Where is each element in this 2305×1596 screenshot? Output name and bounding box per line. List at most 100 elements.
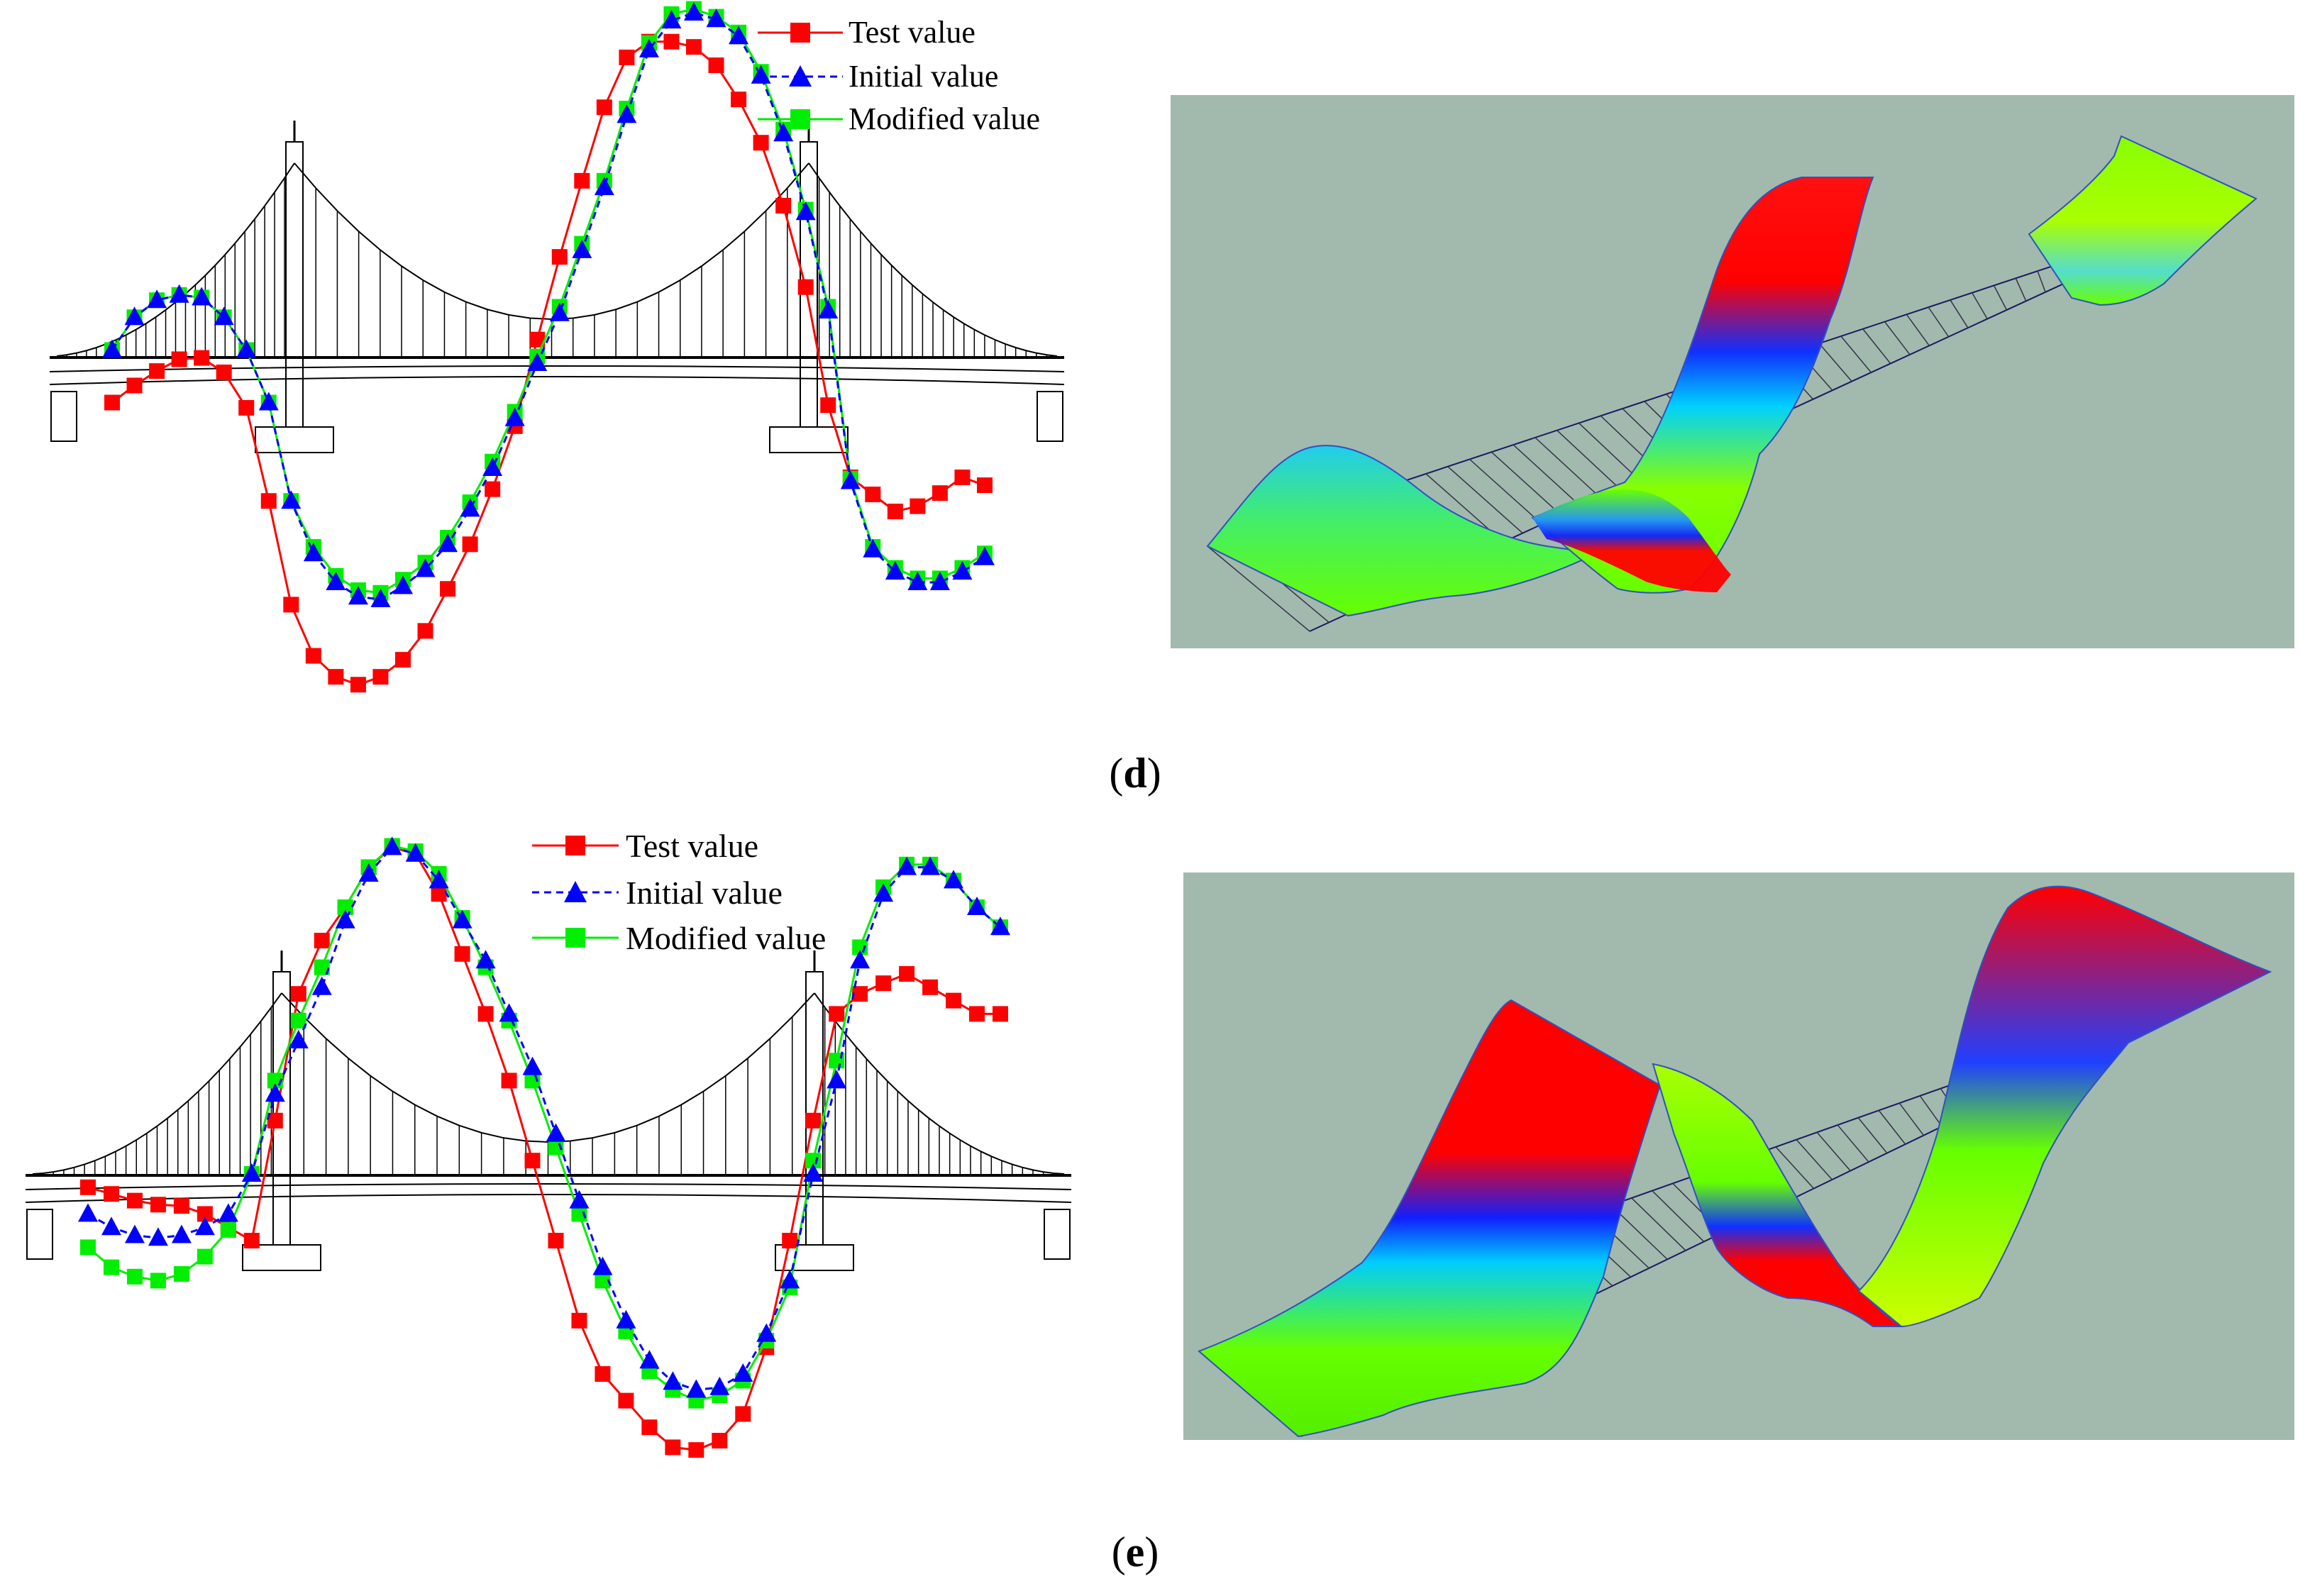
data-point-square xyxy=(417,623,433,639)
series-line-initial-value xyxy=(111,11,985,601)
legend-label-test: Test value xyxy=(626,828,758,864)
data-point-square xyxy=(328,669,344,685)
data-point-square xyxy=(571,1312,587,1329)
data-point-triangle xyxy=(616,1309,636,1329)
data-point-square xyxy=(618,1392,634,1409)
deck-grid-line xyxy=(1818,343,1852,382)
end-pier xyxy=(50,391,77,442)
data-point-triangle xyxy=(370,589,391,607)
data-point-square xyxy=(529,331,546,348)
data-point-triangle xyxy=(527,353,548,371)
data-point-square xyxy=(595,1366,611,1382)
data-point-square xyxy=(595,1273,611,1289)
data-point-triangle xyxy=(729,26,749,45)
data-point-square xyxy=(922,979,939,995)
end-pier xyxy=(1037,391,1063,442)
deck-grid-line xyxy=(1950,299,1969,328)
series-line-initial-value xyxy=(87,846,1001,1392)
data-point-triangle xyxy=(684,2,704,21)
data-point-square xyxy=(782,1233,798,1248)
series-line-test-value xyxy=(111,40,985,686)
mode-shape-3d-view-e xyxy=(1183,872,2294,1440)
deck-grid-line xyxy=(1906,314,1930,346)
legend-d: Test value Initial value Modified value xyxy=(758,15,1040,136)
legend-item-test: Test value xyxy=(758,15,975,50)
data-point-square xyxy=(103,1186,119,1202)
data-point-triangle xyxy=(78,1203,98,1222)
data-point-square xyxy=(372,669,389,685)
deck-grid-line xyxy=(2015,277,2027,301)
tower xyxy=(805,971,824,1246)
data-point-square xyxy=(665,1439,681,1456)
data-point-square xyxy=(805,1153,822,1169)
data-point-triangle xyxy=(756,1323,777,1342)
data-point-triangle xyxy=(569,1190,590,1209)
data-point-square xyxy=(305,648,321,664)
data-point-square xyxy=(910,498,926,514)
deck-grid-line xyxy=(1884,321,1911,355)
data-point-triangle xyxy=(348,586,368,605)
data-point-square xyxy=(216,364,232,380)
data-point-triangle xyxy=(850,950,870,969)
data-point-square xyxy=(431,886,447,902)
data-point-square xyxy=(708,57,724,74)
deformed-deck-surface-right-e xyxy=(1857,885,2272,1328)
deck-grid-line xyxy=(1796,1139,1833,1180)
data-point-triangle xyxy=(929,571,950,590)
data-point-square xyxy=(829,1006,845,1022)
data-point-square xyxy=(80,1179,96,1195)
data-point-triangle xyxy=(594,177,614,196)
data-point-square xyxy=(954,469,971,485)
data-point-triangle xyxy=(169,284,189,303)
data-point-square xyxy=(485,481,501,497)
data-point-square xyxy=(173,1198,189,1214)
data-point-square xyxy=(932,485,948,501)
data-point-square xyxy=(150,1197,166,1213)
data-point-triangle xyxy=(709,1376,730,1395)
legend-label-initial: Initial value xyxy=(849,59,998,94)
data-point-square xyxy=(314,959,330,975)
data-point-square xyxy=(149,363,165,379)
deck-grid-line xyxy=(1857,1117,1888,1154)
tower-foundation xyxy=(242,1244,321,1271)
tower xyxy=(285,141,304,428)
data-point-triangle xyxy=(452,909,472,929)
data-point-square xyxy=(462,536,478,553)
data-point-triangle xyxy=(546,1123,566,1142)
data-point-square xyxy=(103,1259,119,1275)
data-point-triangle xyxy=(475,950,496,969)
data-point-square xyxy=(314,933,330,948)
deck-grid-line xyxy=(1631,1197,1686,1251)
data-point-square xyxy=(243,1233,260,1248)
data-point-triangle xyxy=(218,1203,238,1222)
data-point-square xyxy=(887,504,903,520)
legend-item-modified: Modified value xyxy=(758,101,1040,136)
data-point-triangle xyxy=(499,1003,519,1022)
bridge-elevation-drawing xyxy=(25,951,1072,1271)
deck-grid-line xyxy=(1491,451,1562,516)
data-point-triangle xyxy=(549,302,570,321)
data-point-triangle xyxy=(686,1379,707,1398)
data-point-square xyxy=(712,1433,728,1448)
data-point-triangle xyxy=(639,38,659,57)
deck-bottom xyxy=(49,376,1065,385)
data-point-square xyxy=(641,1419,658,1436)
data-point-triangle xyxy=(415,558,436,577)
data-point-triangle xyxy=(907,571,928,590)
data-point-square xyxy=(524,1153,541,1169)
data-point-triangle xyxy=(897,856,917,875)
tower-foundation xyxy=(255,426,334,453)
data-point-triangle xyxy=(429,870,449,889)
data-point-square xyxy=(454,946,470,962)
data-point-square xyxy=(80,1239,96,1256)
data-point-triangle xyxy=(885,561,905,580)
data-point-triangle xyxy=(148,1227,168,1246)
data-point-square xyxy=(395,652,411,668)
deck-grid-line xyxy=(1775,1146,1815,1190)
mode-shape-plot-d xyxy=(102,1,995,693)
panel-d: Test value Initial value Modified value xyxy=(49,1,2294,797)
data-point-triangle xyxy=(194,1217,215,1236)
data-point-square xyxy=(805,1112,822,1129)
bridge-elevation-drawing xyxy=(49,121,1065,453)
